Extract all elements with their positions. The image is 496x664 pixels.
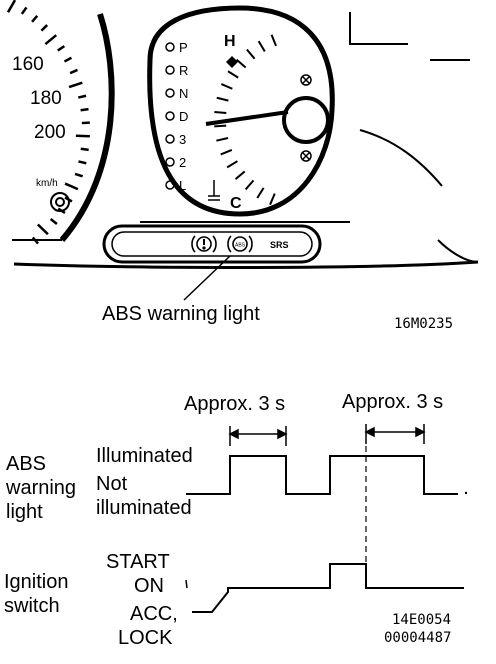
speedometer-tick — [68, 81, 83, 89]
speedometer-tick — [64, 182, 79, 191]
speed-tick-200: 200 — [34, 122, 66, 143]
temperature-tick — [269, 193, 276, 206]
ignition-label-1: Ignition — [4, 571, 69, 593]
speedometer-bezel — [59, 13, 115, 242]
speedometer-tick — [74, 172, 84, 178]
temperature-tick — [246, 48, 256, 60]
instrument-cluster — [6, 0, 479, 269]
needle-hub — [282, 96, 330, 144]
temperature-tick — [234, 170, 246, 180]
temperature-tick — [220, 83, 233, 90]
speedometer-tick — [80, 147, 89, 152]
duration-label-1: Approx. 3 s — [184, 393, 285, 415]
gear-indicator-dot — [165, 88, 175, 98]
temperature-tick — [270, 34, 277, 47]
timing-figure-code: 14E0054 — [392, 612, 451, 628]
ignition-state-on: ON — [134, 575, 164, 597]
temperature-tick — [214, 110, 227, 115]
gear-indicator-dot — [165, 157, 175, 167]
speedometer-tick — [20, 6, 28, 15]
callout-leader — [183, 255, 231, 301]
temperature-tick — [214, 124, 227, 128]
speedometer-tick — [6, 0, 17, 13]
gear-label-r: R — [179, 63, 188, 78]
abs-signal-label-1: ABS — [6, 453, 46, 475]
gauge-needle — [205, 110, 289, 126]
speedometer-tick — [63, 56, 73, 63]
duration-arrows — [228, 424, 426, 446]
gear-indicator-dot — [165, 42, 175, 52]
abs-signal-label-3: light — [6, 501, 43, 523]
speed-tick-160: 160 — [12, 54, 44, 75]
speedometer-tick — [75, 134, 90, 138]
screw-icon — [300, 150, 312, 162]
srs-indicator: SRS — [270, 240, 289, 250]
abs-callout-label: ABS warning light — [102, 303, 260, 325]
speedometer-tick — [31, 236, 39, 245]
abs-state-not-1: Not — [96, 473, 128, 495]
abs-warning-icon: ABS — [227, 235, 253, 253]
speedometer-tick — [78, 160, 87, 165]
temperature-tick — [226, 160, 238, 169]
central-gauge-housing — [147, 5, 335, 217]
brake-warning-icon — [191, 235, 217, 253]
gear-indicator-dot — [165, 111, 175, 121]
speed-tick-180: 180 — [30, 88, 62, 109]
gear-label-d: D — [179, 109, 188, 124]
gear-label-2: 2 — [179, 155, 186, 170]
temperature-gauge-ticks — [214, 34, 277, 206]
speedometer-tick — [69, 68, 78, 75]
abs-state-illuminated: Illuminated — [96, 445, 193, 467]
ignition-state-start: START — [106, 551, 170, 573]
temperature-tick — [227, 70, 239, 79]
document-code: 00004487 — [384, 630, 451, 646]
gear-label-p: P — [179, 40, 188, 55]
svg-text:ABS: ABS — [235, 243, 246, 249]
gear-label-n: N — [179, 86, 188, 101]
gear-indicator-dot — [165, 134, 175, 144]
coolant-temp-icon — [208, 180, 220, 201]
ignition-state-acc: ACC, — [130, 603, 178, 625]
duration-label-2: Approx. 3 s — [342, 391, 443, 413]
temperature-tick — [257, 40, 266, 52]
speedometer-tick — [77, 94, 87, 99]
speedometer-tick — [80, 107, 89, 112]
speedometer-tick — [40, 24, 49, 32]
abs-state-not-2: illuminated — [96, 497, 192, 519]
gauge-hot-label: H — [224, 33, 236, 50]
hot-marker-icon — [226, 56, 238, 68]
temperature-tick — [216, 96, 229, 102]
gear-indicator-dot — [165, 180, 175, 190]
speedometer-tick — [44, 34, 58, 46]
temperature-tick — [256, 187, 265, 199]
ignition-signal-waveform — [192, 563, 464, 613]
speedometer-tick — [36, 223, 49, 236]
speedometer-tick — [49, 218, 58, 225]
gear-label-l: L — [179, 178, 186, 193]
temperature-tick — [244, 179, 255, 191]
ignition-label-2: switch — [4, 595, 60, 617]
trip-reset-knob — [50, 192, 70, 212]
gear-indicator-dot — [165, 65, 175, 75]
speedometer-tick — [57, 45, 66, 52]
gear-label-3: 3 — [179, 132, 186, 147]
temperature-tick — [216, 137, 229, 142]
speedometer-tick — [31, 14, 39, 23]
cluster-figure-code: 16M0235 — [394, 316, 453, 332]
temperature-tick — [235, 58, 247, 69]
gauge-cold-label: C — [230, 195, 242, 212]
temperature-tick — [220, 149, 233, 156]
speed-unit: km/h — [36, 178, 58, 189]
abs-signal-label-2: warning — [5, 477, 76, 499]
warning-light-panel — [102, 224, 322, 264]
abs-signal-waveform — [186, 455, 458, 495]
screw-icon — [300, 74, 312, 86]
ignition-state-lock: LOCK — [118, 627, 173, 649]
